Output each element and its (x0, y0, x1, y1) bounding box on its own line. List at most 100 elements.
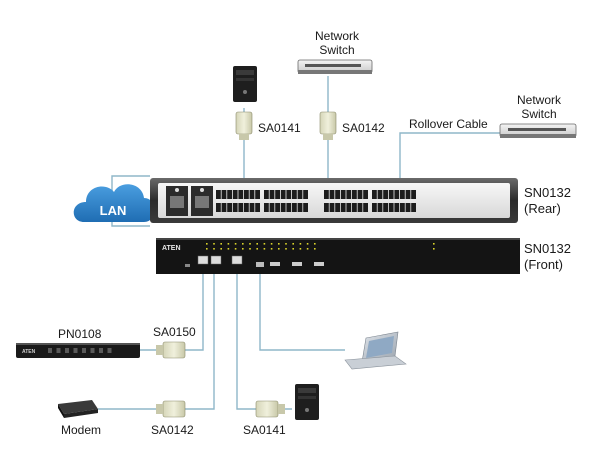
rear-port (255, 203, 260, 212)
port-led (433, 243, 435, 245)
rear-port (216, 203, 221, 212)
rear-port (324, 190, 329, 199)
rear-port-grid (216, 190, 416, 212)
rear-port (363, 203, 368, 212)
port-led (306, 248, 309, 250)
rear-port (388, 190, 394, 199)
rear-port (249, 190, 255, 199)
rollover-cable-label: Rollover Cable (409, 117, 488, 131)
cable-laptop (259, 264, 345, 351)
pdu-outlet (82, 348, 86, 353)
port-led (299, 248, 302, 250)
rear-port (221, 203, 227, 212)
rear-port (297, 190, 303, 199)
port-led (263, 243, 266, 245)
adapter-sa0142-top (319, 111, 337, 140)
rear-port (363, 190, 368, 199)
rear-port (340, 203, 346, 212)
aten-logo-pn0108: ATEN (22, 349, 36, 355)
rear-port (352, 190, 357, 199)
rear-port (411, 190, 416, 199)
network-switch-top (297, 59, 373, 74)
sa0141-bottom-label: SA0141 (243, 423, 286, 437)
pdu-outlet (90, 348, 95, 353)
rear-port (394, 190, 400, 199)
port-led (206, 248, 208, 250)
port-led (285, 243, 287, 245)
pdu-outlet (56, 348, 61, 353)
port-led (206, 243, 208, 245)
rear-port (249, 203, 255, 212)
rear-port (340, 190, 346, 199)
rear-port (227, 203, 232, 212)
port-led (270, 248, 273, 250)
port-led (249, 243, 251, 245)
rear-port (280, 203, 286, 212)
port-led (213, 243, 215, 245)
port-led (292, 248, 294, 250)
port-led (278, 248, 280, 250)
modem-device (58, 400, 98, 418)
port-led (242, 248, 244, 250)
rear-port (297, 203, 303, 212)
aten-logo-front: ATEN (162, 245, 181, 252)
sa0141-top-label: SA0141 (258, 121, 301, 135)
rear-port (372, 203, 377, 212)
rear-port (280, 190, 286, 199)
port-led (285, 248, 287, 250)
rear-port (275, 203, 280, 212)
port-led (249, 248, 251, 250)
rear-port (335, 203, 340, 212)
rear-port (264, 203, 269, 212)
network-switch-top-label: Network Switch (314, 29, 359, 57)
server-tower-bottom (295, 384, 319, 420)
lan-label: LAN (100, 203, 127, 218)
rear-port (377, 190, 383, 199)
rear-port (352, 203, 357, 212)
port-led (256, 243, 258, 245)
pn0108-label: PN0108 (58, 327, 102, 341)
rear-port (286, 203, 292, 212)
port-led (263, 248, 266, 250)
port-led (306, 243, 309, 245)
rear-port (221, 190, 227, 199)
rear-port (286, 190, 292, 199)
rear-port (357, 190, 363, 199)
port-led (242, 243, 244, 245)
network-switch-right (499, 123, 577, 138)
rear-port (275, 190, 280, 199)
port-led (314, 243, 316, 245)
front-led-row (206, 243, 435, 250)
rear-port (238, 203, 244, 212)
rear-port (411, 203, 416, 212)
rear-port (335, 190, 340, 199)
power-module (166, 186, 213, 216)
rear-port (255, 190, 260, 199)
rear-port (372, 190, 377, 199)
rear-port (324, 203, 329, 212)
rear-port (292, 190, 297, 199)
adapter-sa0142-bottom (156, 400, 186, 418)
rear-port (400, 203, 405, 212)
port-led (234, 248, 237, 250)
rear-port (377, 203, 383, 212)
modem-label: Modem (61, 423, 102, 437)
port-led (227, 248, 230, 250)
pdu-outlet (107, 348, 112, 353)
laptop-device (344, 331, 407, 370)
rear-port (232, 190, 238, 199)
rear-port (227, 190, 232, 199)
rear-port (303, 203, 308, 212)
network-switch-right-label: Network Switch (516, 93, 561, 121)
rear-port (383, 203, 388, 212)
adapter-sa0141-bottom (255, 400, 285, 418)
pdu-outlet (73, 348, 78, 353)
pdu-outlet (99, 348, 103, 353)
rear-port (244, 203, 249, 212)
cable-server-bottom (236, 264, 292, 410)
rear-port (394, 203, 400, 212)
sa0142-top-label: SA0142 (342, 121, 385, 135)
port-led (270, 243, 273, 245)
